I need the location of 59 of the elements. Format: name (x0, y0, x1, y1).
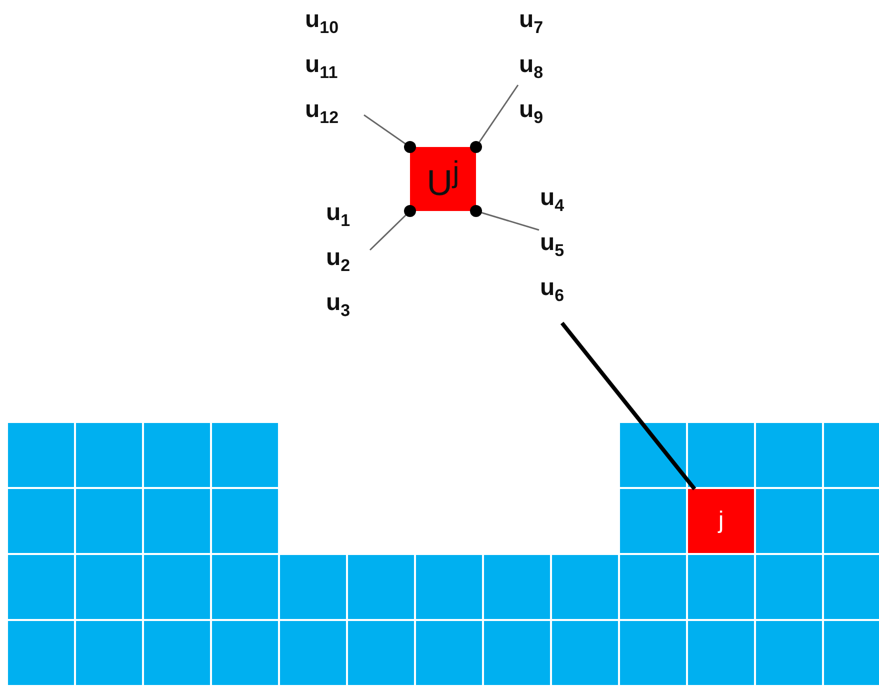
grid-cell (76, 489, 142, 553)
variable-label: u$_{11}$ (305, 50, 339, 84)
grid-cell (416, 621, 482, 685)
grid-cell (620, 489, 686, 553)
grid-cell (280, 621, 346, 685)
grid-cell (552, 621, 618, 685)
grid-cell (348, 555, 414, 619)
grid-cell (212, 489, 278, 553)
grid-cell (144, 621, 210, 685)
variable-label: u$_{5}$ (540, 228, 566, 262)
variable-label: u$_{1}$ (326, 198, 352, 232)
grid-cell (688, 423, 754, 487)
grid-cell (620, 423, 686, 487)
grid-cell (552, 555, 618, 619)
variable-label: u$_{3}$ (326, 288, 352, 322)
grid-cell (756, 489, 822, 553)
grid-cell (8, 621, 74, 685)
grid-cell (688, 621, 754, 685)
leader-line (369, 205, 416, 251)
grid-cell (76, 555, 142, 619)
grid-cell (8, 555, 74, 619)
grid-cell (212, 555, 278, 619)
grid-cell (824, 621, 879, 685)
grid-cell (144, 423, 210, 487)
variable-label: u$_{6}$ (540, 273, 566, 307)
variable-label: u$_{12}$ (305, 95, 340, 129)
grid-cell (144, 555, 210, 619)
leader-line (364, 114, 416, 153)
grid-cell (824, 555, 879, 619)
highlighted-cell: j (688, 489, 754, 553)
grid-cell (756, 555, 822, 619)
grid-cell (620, 555, 686, 619)
grid-cell (76, 423, 142, 487)
variable-label: u$_{10}$ (305, 5, 340, 39)
element-box: U$^{j}$ (410, 147, 476, 211)
grid-cell (484, 621, 550, 685)
grid-cell (212, 621, 278, 685)
grid-cell (144, 489, 210, 553)
grid-cell (348, 621, 414, 685)
grid-cell (756, 621, 822, 685)
variable-label: u$_{4}$ (540, 183, 566, 217)
grid-cell (620, 621, 686, 685)
variable-label: u$_{2}$ (326, 243, 352, 277)
variable-label: u$_{8}$ (519, 50, 544, 84)
leader-line (470, 205, 540, 231)
grid-cell (280, 555, 346, 619)
grid-cell (824, 423, 879, 487)
variable-label: u$_{9}$ (519, 95, 544, 129)
grid-cell (212, 423, 278, 487)
grid-cell (8, 489, 74, 553)
grid-cell (824, 489, 879, 553)
grid-cell (416, 555, 482, 619)
grid-cell (688, 555, 754, 619)
grid-cell (76, 621, 142, 685)
grid-cell (756, 423, 822, 487)
variable-label: u$_{7}$ (519, 5, 544, 39)
grid-cell (8, 423, 74, 487)
grid-cell (484, 555, 550, 619)
leader-line (470, 84, 519, 153)
